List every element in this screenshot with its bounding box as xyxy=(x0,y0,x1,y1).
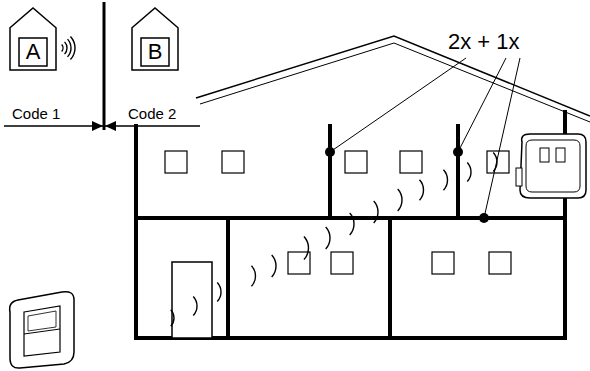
roof xyxy=(196,36,590,116)
receiver-module xyxy=(516,134,586,198)
arrow-head xyxy=(105,121,116,131)
radio-waves xyxy=(171,152,497,326)
antenna xyxy=(103,2,106,130)
house-letter: B xyxy=(141,38,169,66)
code-label: Code 1 xyxy=(10,106,62,123)
house-icon: A xyxy=(8,6,58,72)
house-letter: A xyxy=(19,38,47,66)
wall-switch xyxy=(10,292,74,368)
house-icon: B xyxy=(130,6,180,72)
roof xyxy=(200,43,590,122)
wall-dot xyxy=(325,147,489,223)
callout-label: 2x + 1x xyxy=(446,30,522,54)
code-label: Code 2 xyxy=(126,106,178,123)
arrow-head xyxy=(92,121,103,131)
door xyxy=(172,262,212,338)
leader-line xyxy=(330,58,520,218)
window xyxy=(165,151,511,274)
